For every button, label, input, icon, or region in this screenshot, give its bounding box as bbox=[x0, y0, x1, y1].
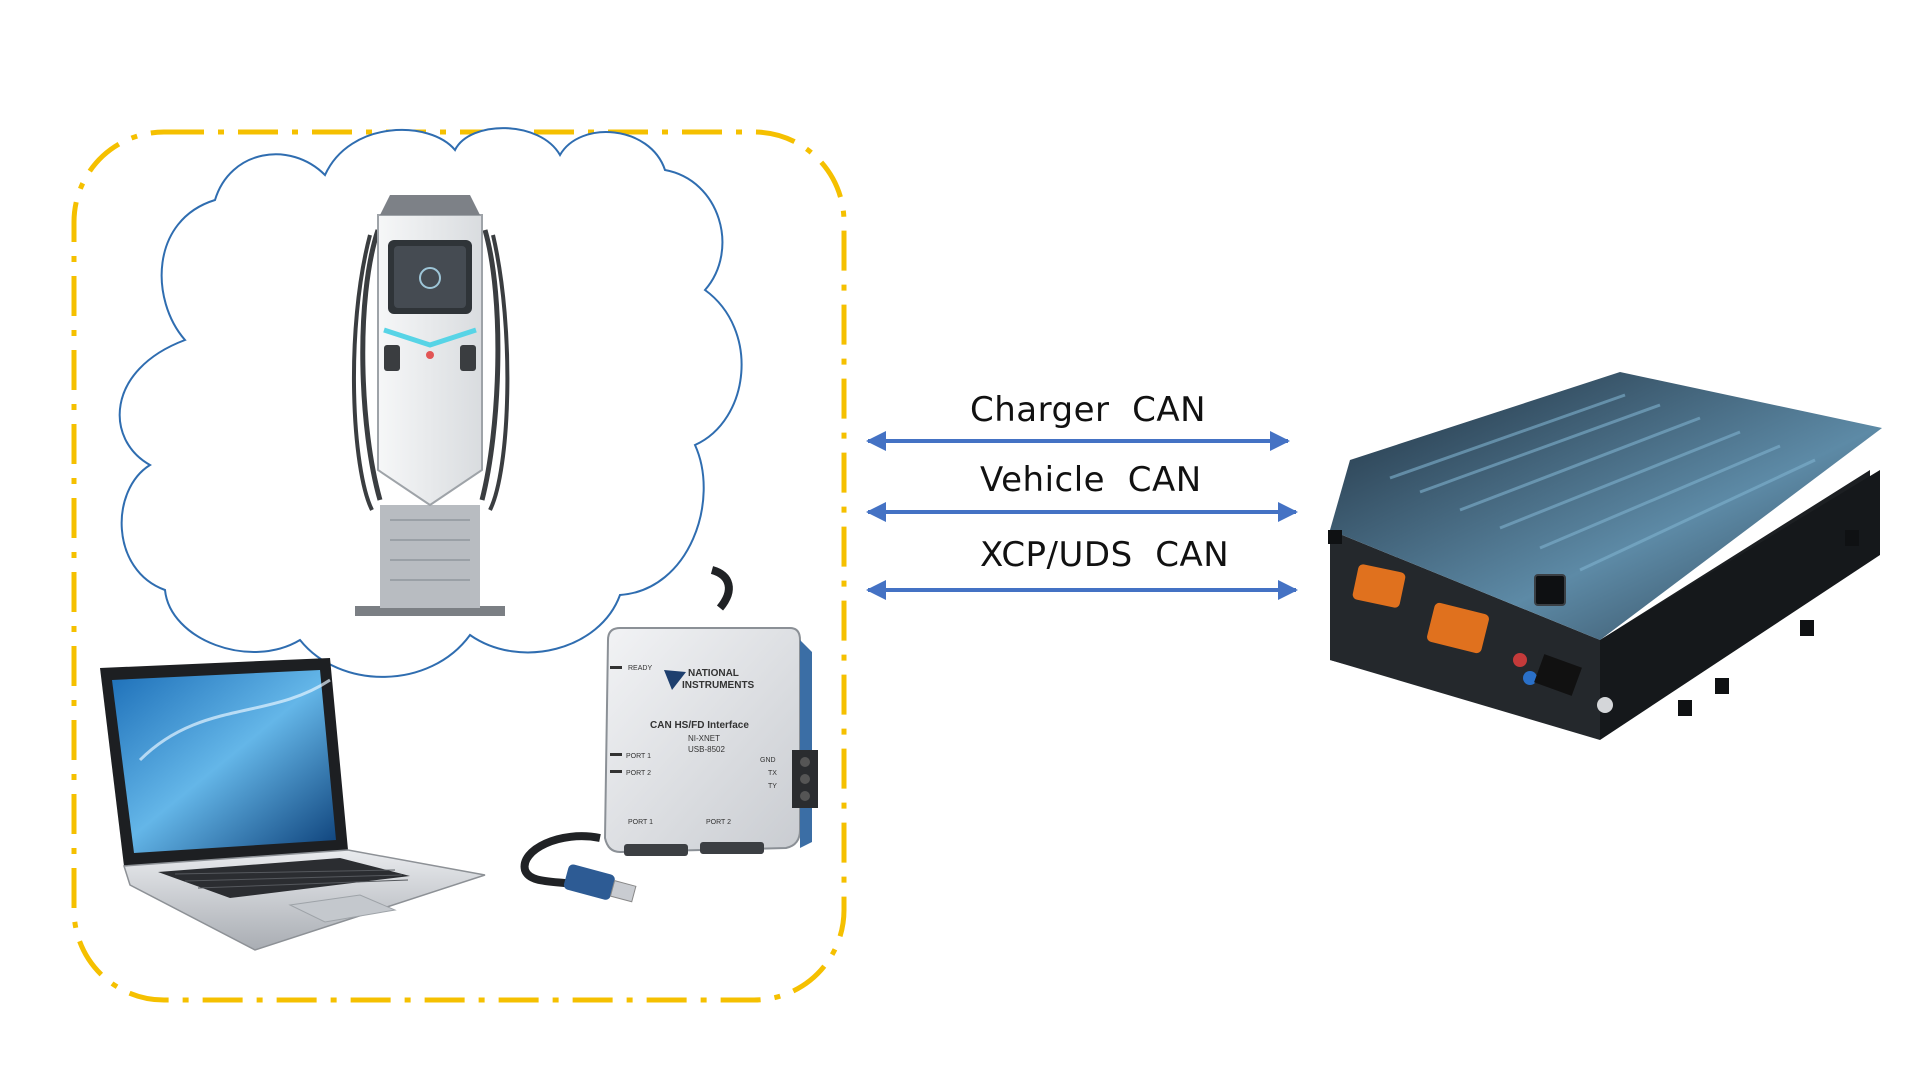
ni-bottom-port1-label: PORT 1 bbox=[628, 819, 653, 826]
vehicle-can-label: Vehicle CAN bbox=[980, 460, 1202, 500]
ni-sub1: NI-XNET bbox=[688, 734, 720, 743]
laptop bbox=[100, 658, 486, 951]
ni-eagle-logo bbox=[664, 670, 686, 690]
ni-title: CAN HS/FD Interface bbox=[650, 720, 749, 731]
ni-brand-line2: INSTRUMENTS bbox=[682, 680, 755, 691]
charger-can-label: Charger CAN bbox=[970, 390, 1207, 430]
ni-can-interface: READY NATIONAL INSTRUMENTS CAN HS/FD Int… bbox=[520, 566, 818, 903]
ni-ty-label: TY bbox=[768, 783, 777, 790]
battery-pack bbox=[1328, 372, 1882, 740]
system-boundary bbox=[71, 129, 847, 1003]
charging-station bbox=[351, 195, 510, 616]
ni-bottom-port2-label: PORT 2 bbox=[706, 819, 731, 826]
ni-port1-label: PORT 1 bbox=[626, 753, 651, 760]
ni-brand-line1: NATIONAL bbox=[688, 668, 739, 679]
ni-port2-label: PORT 2 bbox=[626, 770, 651, 777]
ni-gnd-label: GND bbox=[760, 757, 776, 764]
ni-ready-label: READY bbox=[628, 665, 652, 672]
ni-sub2: USB-8502 bbox=[688, 745, 725, 754]
ni-tx-label: TX bbox=[768, 770, 777, 777]
xcp-uds-can-label: XCP/UDS CAN bbox=[980, 535, 1230, 575]
